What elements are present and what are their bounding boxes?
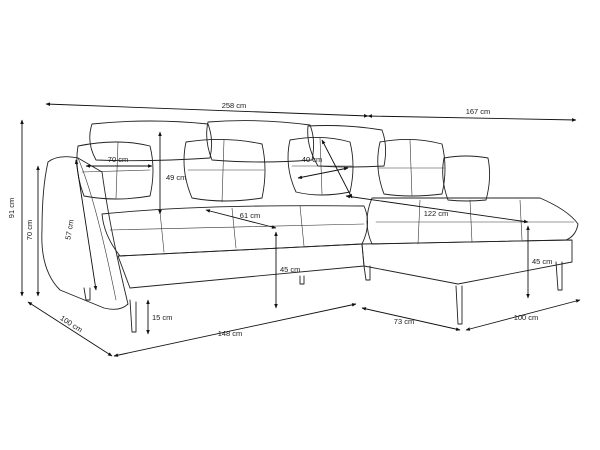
leg-front-chaise: [455, 285, 463, 325]
dim-line-seat-depth: [205, 209, 277, 229]
label-pillow-height: 40 cm: [302, 155, 322, 164]
back-cushion-middle: [206, 120, 315, 163]
dim-line-chaise-depth: [465, 299, 581, 331]
label-total-height: 91 cm: [7, 198, 16, 218]
label-total-width: 258 cm: [222, 101, 247, 110]
leg-front-left: [129, 299, 137, 333]
leg-middle: [299, 275, 305, 285]
dim-line-chaise-inner-depth: [361, 307, 461, 331]
label-chaise-seat-height: 45 cm: [532, 257, 552, 266]
left-armrest: [41, 156, 129, 310]
dim-line-total-width: [45, 102, 369, 118]
dim-line-depth: [27, 301, 113, 357]
pillow-4: [377, 139, 446, 197]
label-armrest-height: 70 cm: [25, 220, 34, 240]
chaise-cushion: [366, 197, 579, 245]
leg-back-left: [83, 287, 91, 301]
dim-line-chaise-width: [367, 114, 577, 122]
leg-back-chaise: [555, 261, 563, 291]
back-cushion-left: [89, 120, 213, 162]
back-cushion-right: [307, 125, 387, 168]
sofa-base: [117, 243, 365, 289]
dimension-lines: [20, 102, 581, 357]
label-cushion-width: 70 cm: [108, 155, 128, 164]
leg-inner-chaise: [363, 265, 371, 281]
seat-cushions: [101, 205, 368, 257]
dim-line-pillow-depth: [321, 139, 353, 199]
dim-line-base-length: [113, 303, 357, 357]
label-chaise-depth: 100 cm: [514, 313, 539, 322]
sofa-drawing: [41, 120, 579, 333]
dim-line-chaise-length: [345, 194, 529, 224]
label-chaise-inner-depth: 73 cm: [394, 317, 414, 326]
dim-line-side-height: [74, 159, 98, 291]
pillow-2: [183, 138, 266, 202]
label-side-height: 57 cm: [63, 219, 75, 241]
dimension-labels: 258 cm 167 cm 70 cm 49 cm 40 cm 61 cm 12…: [7, 101, 552, 338]
label-chaise-width: 167 cm: [466, 107, 491, 116]
label-seat-height: 45 cm: [280, 265, 300, 274]
label-leg-height: 15 cm: [152, 313, 172, 322]
label-seat-depth: 61 cm: [240, 211, 260, 220]
label-base-length: 148 cm: [218, 329, 243, 338]
label-back-height: 49 cm: [166, 173, 186, 182]
label-chaise-length: 122 cm: [424, 209, 449, 218]
pillow-5: [442, 155, 491, 202]
chaise-base: [361, 239, 573, 285]
